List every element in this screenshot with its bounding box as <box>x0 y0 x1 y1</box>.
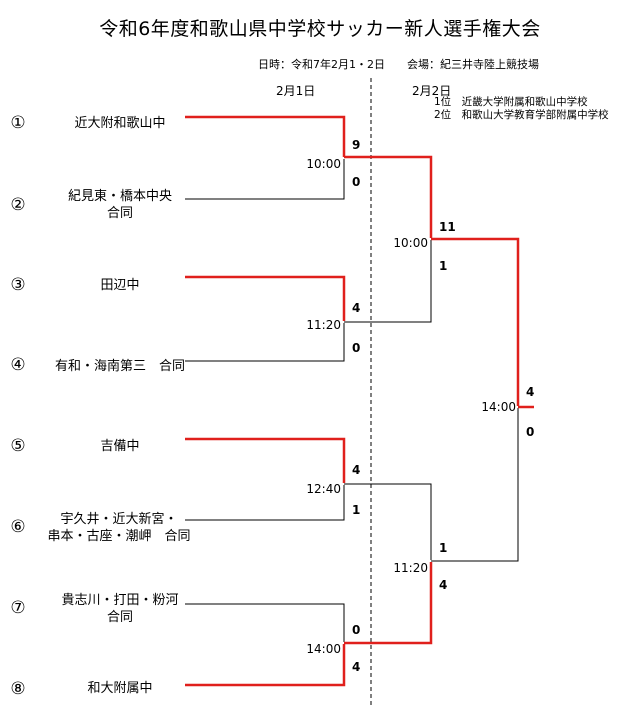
team-name-1: 近大附和歌山中 <box>74 116 166 131</box>
match3-time: 12:40 <box>306 482 341 496</box>
seed-1: ① <box>10 113 26 133</box>
seed-4: ④ <box>10 355 26 375</box>
r1-winner-4-line <box>344 562 433 645</box>
day2-label: 2月2日 <box>412 84 452 98</box>
team-name-2: 紀見東・橋本中央合同 <box>67 189 172 221</box>
team-name-3: 田辺中 <box>100 278 140 293</box>
team2-line <box>185 159 345 200</box>
seed-7: ⑦ <box>10 598 26 618</box>
team6-line <box>185 485 345 521</box>
r1-winner-1-line <box>344 155 433 238</box>
sf-winner-2-line <box>431 408 519 562</box>
team-name-4: 有和・海南第三 合同 <box>54 359 185 374</box>
sf1-score-top: 11 <box>439 220 456 234</box>
seed-2: ② <box>10 195 26 215</box>
second-place: 2位 和歌山大学教育学部附属中学校 <box>434 109 609 121</box>
sf-winner-1-line <box>431 237 520 406</box>
final-time: 14:00 <box>481 400 516 414</box>
r1-winner-2-line <box>344 240 432 323</box>
day1-label: 2月1日 <box>276 84 316 98</box>
schedule-venue: 日時：令和7年2月1・2日 会場：紀三井寺陸上競技場 <box>258 58 539 71</box>
seed-6: ⑥ <box>10 517 26 537</box>
final-score-top: 4 <box>526 385 535 399</box>
team7-line <box>185 603 345 642</box>
first-place: 1位 近畿大学附属和歌山中学校 <box>434 96 588 108</box>
seed-5: ⑤ <box>10 436 26 456</box>
page-title: 令和6年度和歌山県中学校サッカー新人選手権大会 <box>99 18 541 40</box>
team-name-6: 宇久井・近大新宮・串本・古座・潮岬 合同 <box>47 512 191 544</box>
seed-3: ③ <box>10 275 26 295</box>
team5-line <box>185 437 346 483</box>
team-name-8: 和大附属中 <box>87 681 153 696</box>
team1-line <box>185 115 346 157</box>
match4-time: 14:00 <box>306 642 341 656</box>
match1-score-top: 9 <box>352 138 361 152</box>
sf2-time: 11:20 <box>393 561 428 575</box>
team-name-5: 吉備中 <box>100 439 140 454</box>
sf1-time: 10:00 <box>393 236 428 250</box>
sf2-score-bottom: 4 <box>439 578 448 592</box>
match2-score-top: 4 <box>352 301 361 315</box>
match1-score-bottom: 0 <box>352 175 361 189</box>
r1-winner-3-line <box>344 483 432 560</box>
match3-score-bottom: 1 <box>352 503 361 517</box>
match2-time: 11:20 <box>306 318 341 332</box>
team4-line <box>185 323 345 362</box>
sf1-score-bottom: 1 <box>439 259 448 273</box>
match2-score-bottom: 0 <box>352 341 361 355</box>
team-name-7: 貴志川・打田・粉河合同 <box>61 593 179 625</box>
seed-8: ⑧ <box>10 679 26 699</box>
match4-score-top: 0 <box>352 623 361 637</box>
sf2-score-top: 1 <box>439 541 448 555</box>
match1-time: 10:00 <box>306 157 341 171</box>
team8-line <box>185 644 346 687</box>
match4-score-bottom: 4 <box>352 660 361 674</box>
match3-score-top: 4 <box>352 463 361 477</box>
team3-line <box>185 275 346 321</box>
final-score-bottom: 0 <box>526 425 535 439</box>
